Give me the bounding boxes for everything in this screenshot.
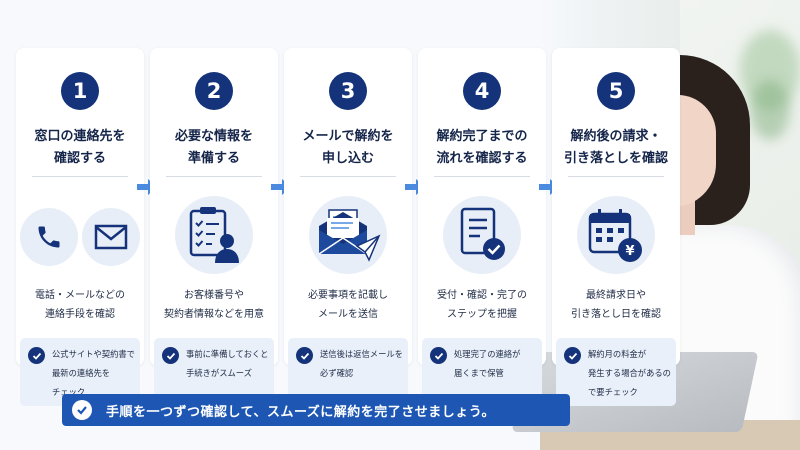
step-number: 4 xyxy=(463,72,501,110)
summary-banner: 手順を一つずつ確認して、スムーズに解約を完了させましょう。 xyxy=(62,394,570,426)
check-icon xyxy=(28,347,45,364)
step-card-4: 4 解約完了までの流れを確認する 受付・確認・完了のステップを把握 処理完了の連… xyxy=(418,48,546,406)
svg-text:¥: ¥ xyxy=(625,244,634,259)
check-icon xyxy=(430,347,447,364)
step-description: 受付・確認・完了のステップを把握 xyxy=(437,290,527,320)
step-description: お客様番号や契約者情報などを用意 xyxy=(164,290,264,320)
check-icon xyxy=(564,347,581,364)
step-description: 最終請求日や引き落とし日を確認 xyxy=(571,290,661,320)
check-icon xyxy=(296,347,313,364)
step-description: 必要事項を記載しメールを送信 xyxy=(308,290,388,320)
calendar-yen-icon: ¥ xyxy=(577,196,655,274)
banner-text: 手順を一つずつ確認して、スムーズに解約を完了させましょう。 xyxy=(106,404,496,420)
step-card-1: 1 窓口の連絡先を確認する 電話・メールなどの連絡手段を確認 公式サイトや契約書… xyxy=(16,48,144,406)
step-card-5: 5 解約後の請求・引き落としを確認 ¥ 最終請求日や引き落とし日を確認 解約月の… xyxy=(552,48,680,406)
divider xyxy=(568,176,664,177)
check-circle-icon xyxy=(72,400,92,420)
steps-flow: 1 窓口の連絡先を確認する 電話・メールなどの連絡手段を確認 公式サイトや契約書… xyxy=(16,0,680,406)
step-title: 解約完了までの流れを確認する xyxy=(436,129,528,166)
step-description: 電話・メールなどの連絡手段を確認 xyxy=(35,290,125,320)
check-icon xyxy=(162,347,179,364)
step-card-3: 3 メールで解約を申し込む 必要事項を記載しメールを送信 送信 xyxy=(284,48,412,406)
step-title: メールで解約を申し込む xyxy=(302,129,394,166)
plant-blur xyxy=(750,80,790,140)
divider xyxy=(32,176,128,177)
step-number: 5 xyxy=(597,72,635,110)
step-note: 解約月の料金が発生する場合があるので要チェック xyxy=(556,338,676,406)
step-card-2: 2 必要な情報を準備する お客様番号や契約者情報などを用意 事前に準備しておくと… xyxy=(150,48,278,406)
mail-icon xyxy=(82,208,140,266)
step-number: 1 xyxy=(61,72,99,110)
phone-icon xyxy=(20,208,78,266)
checklist-icon xyxy=(443,196,521,274)
divider xyxy=(300,176,396,177)
envelope-send-icon xyxy=(309,196,387,274)
step-number: 2 xyxy=(195,72,233,110)
step-number: 3 xyxy=(329,72,367,110)
divider xyxy=(434,176,530,177)
step-title: 必要な情報を準備する xyxy=(174,129,253,166)
step-title: 窓口の連絡先を確認する xyxy=(34,129,126,166)
step-title: 解約後の請求・引き落としを確認 xyxy=(563,129,668,166)
clipboard-person-icon xyxy=(175,196,253,274)
divider xyxy=(166,176,262,177)
